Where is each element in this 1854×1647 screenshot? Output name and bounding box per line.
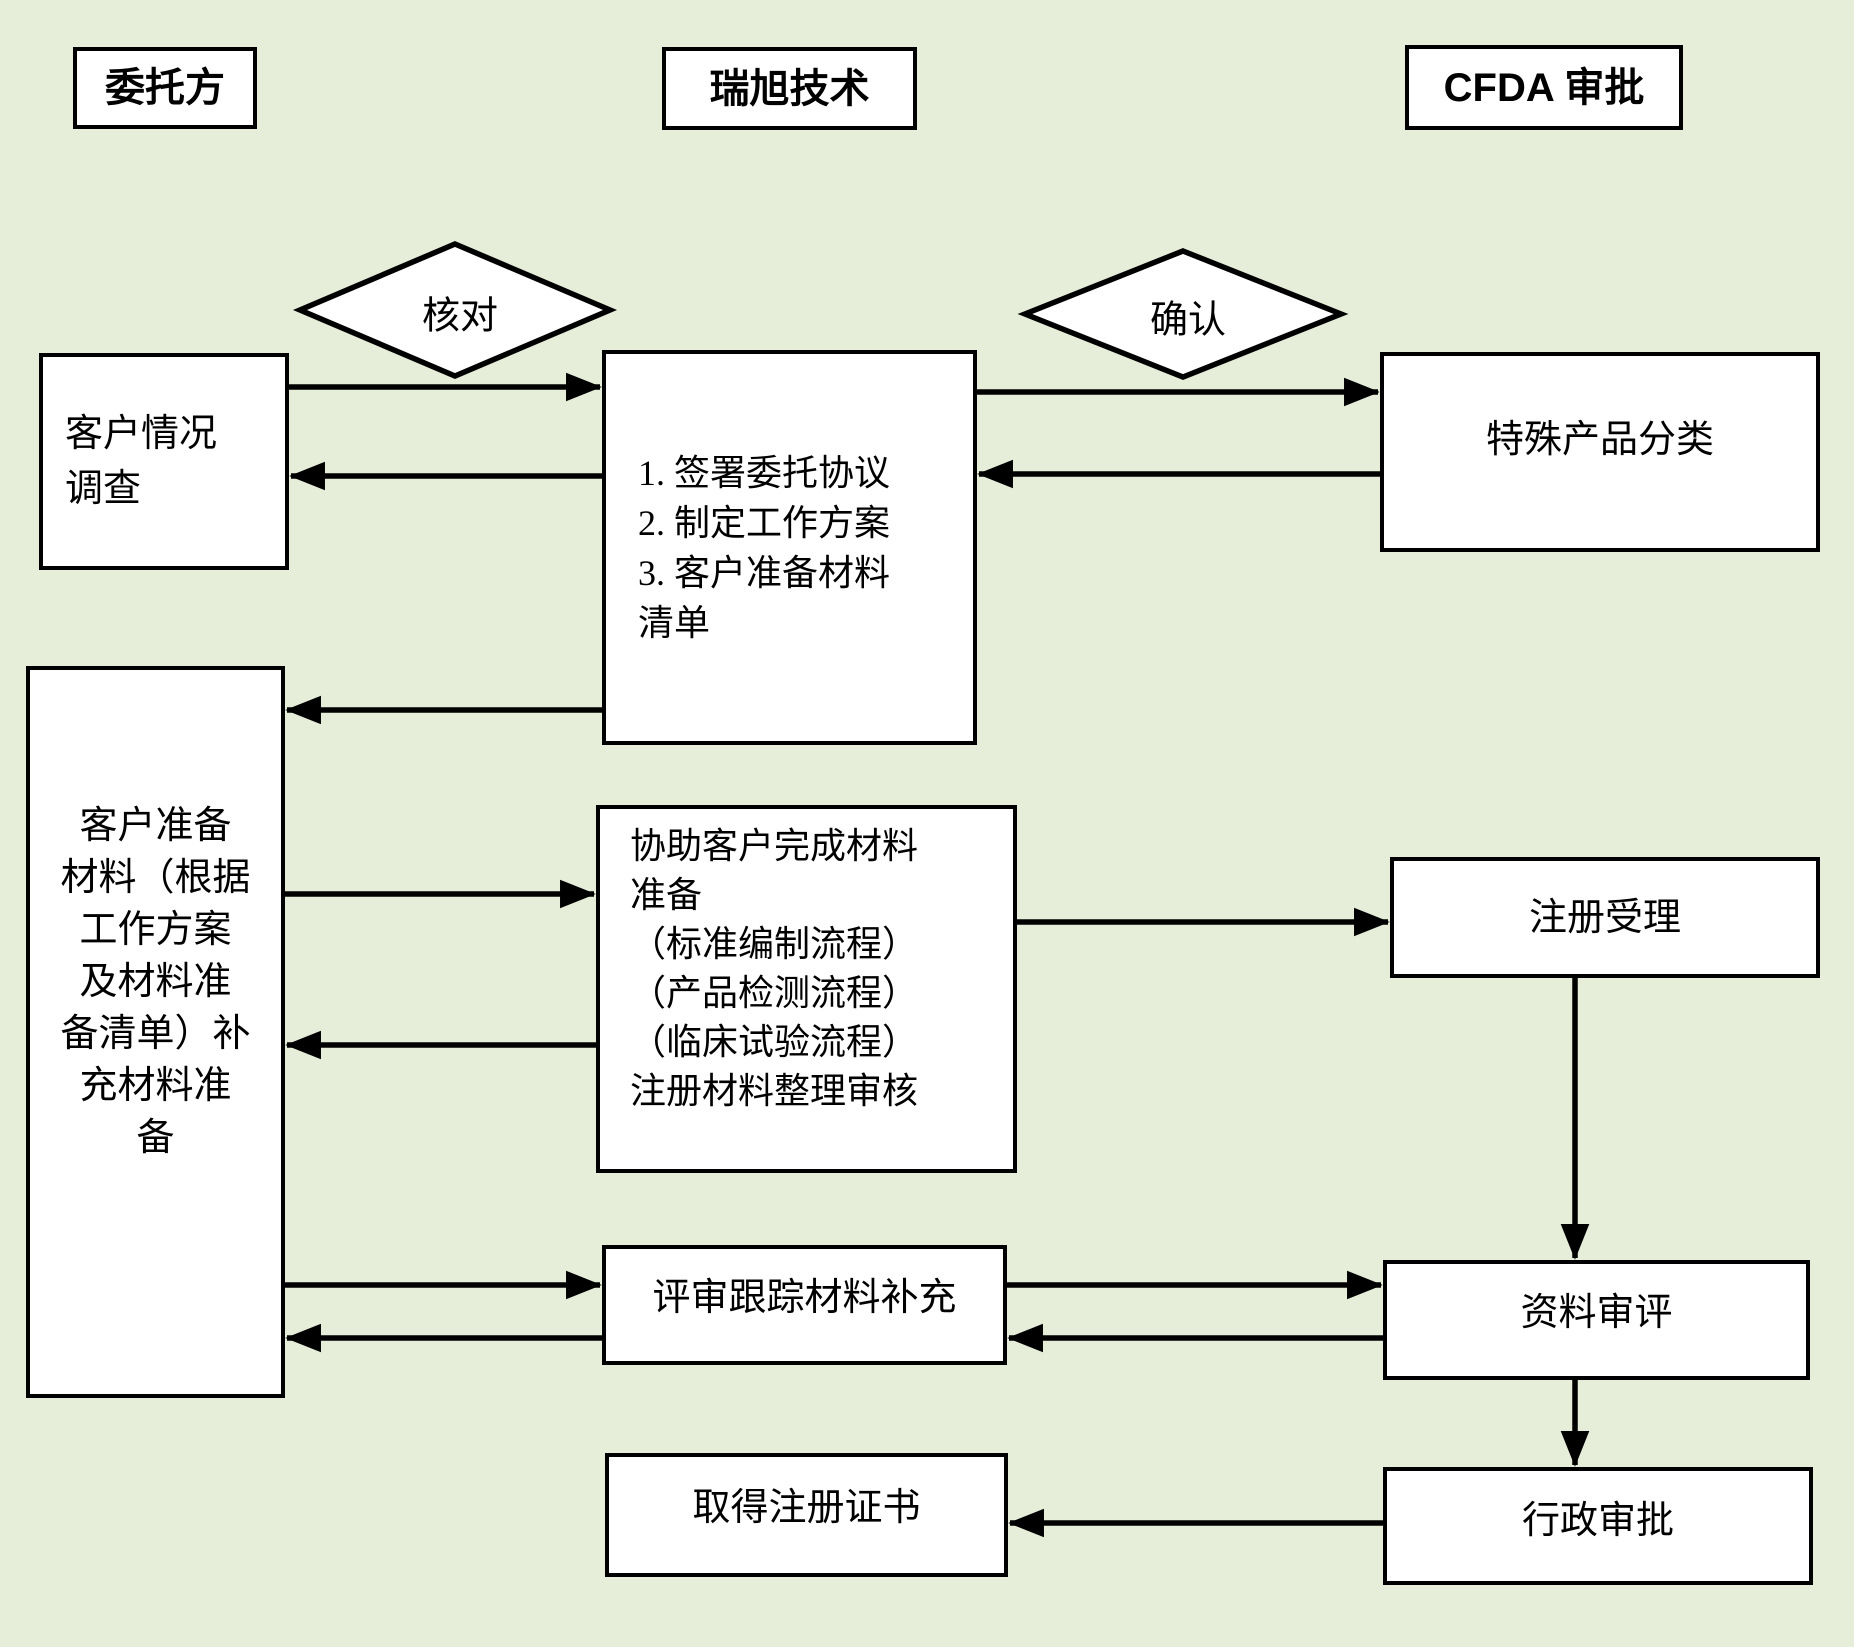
node-assist-materials-preparation: 协助客户完成材料 准备 （标准编制流程） （产品检测流程） （临床试验流程） 注… <box>596 805 1017 1173</box>
node-registration-acceptance: 注册受理 <box>1390 857 1820 978</box>
lane-header-ruixu-tech: 瑞旭技术 <box>662 47 917 130</box>
node-client-survey: 客户情况 调查 <box>39 353 289 570</box>
node-special-product-classification: 特殊产品分类 <box>1380 352 1820 552</box>
node-client-materials-preparation: 客户准备 材料（根据 工作方案 及材料准 备清单）补 充材料准 备 <box>26 666 285 1398</box>
lane-header-client: 委托方 <box>73 47 257 129</box>
node-data-review: 资料审评 <box>1383 1260 1810 1380</box>
decision-diamond-check <box>292 241 618 379</box>
node-obtain-registration-certificate: 取得注册证书 <box>605 1453 1008 1577</box>
decision-label-confirm: 确认 <box>1149 299 1227 342</box>
node-agreement-workplan-list: 1. 签署委托协议 2. 制定工作方案 3. 客户准备材料 清单 <box>602 350 977 745</box>
decision-diamond-confirm <box>1017 248 1349 380</box>
node-administrative-approval: 行政审批 <box>1383 1467 1813 1585</box>
node-review-tracking-supplement: 评审跟踪材料补充 <box>602 1245 1007 1365</box>
lane-header-cfda-approval: CFDA 审批 <box>1405 45 1683 130</box>
decision-label-check: 核对 <box>421 295 499 338</box>
